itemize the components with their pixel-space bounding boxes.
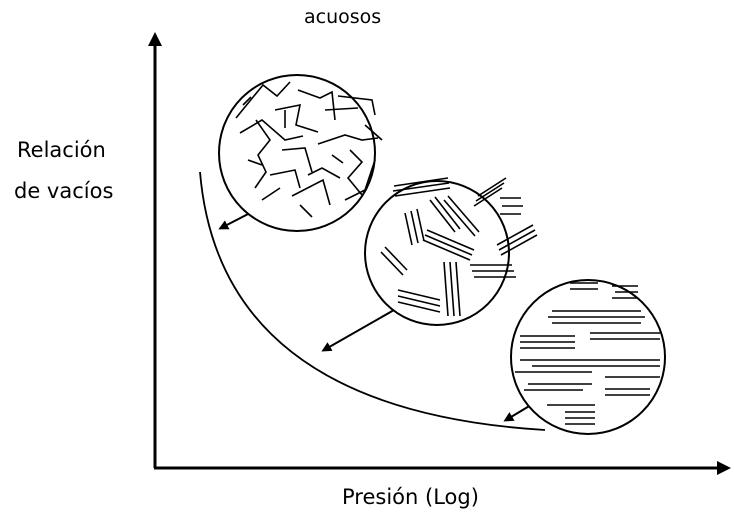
flocculated-structure-circle <box>218 74 383 232</box>
compression-curve <box>199 171 546 431</box>
diagram-top-caption: acuosos <box>304 6 382 28</box>
partially-oriented-structure-circle <box>364 177 538 326</box>
dispersed-structure-circle <box>510 279 666 435</box>
y-axis-label-line-1: Relación <box>17 138 106 162</box>
y-axis-label-line-2: de vacíos <box>14 179 114 203</box>
arrow-icon <box>218 211 253 230</box>
arrow-icon <box>321 309 395 352</box>
x-axis-label: Presión (Log) <box>342 485 479 509</box>
arrow-icon <box>503 404 532 422</box>
